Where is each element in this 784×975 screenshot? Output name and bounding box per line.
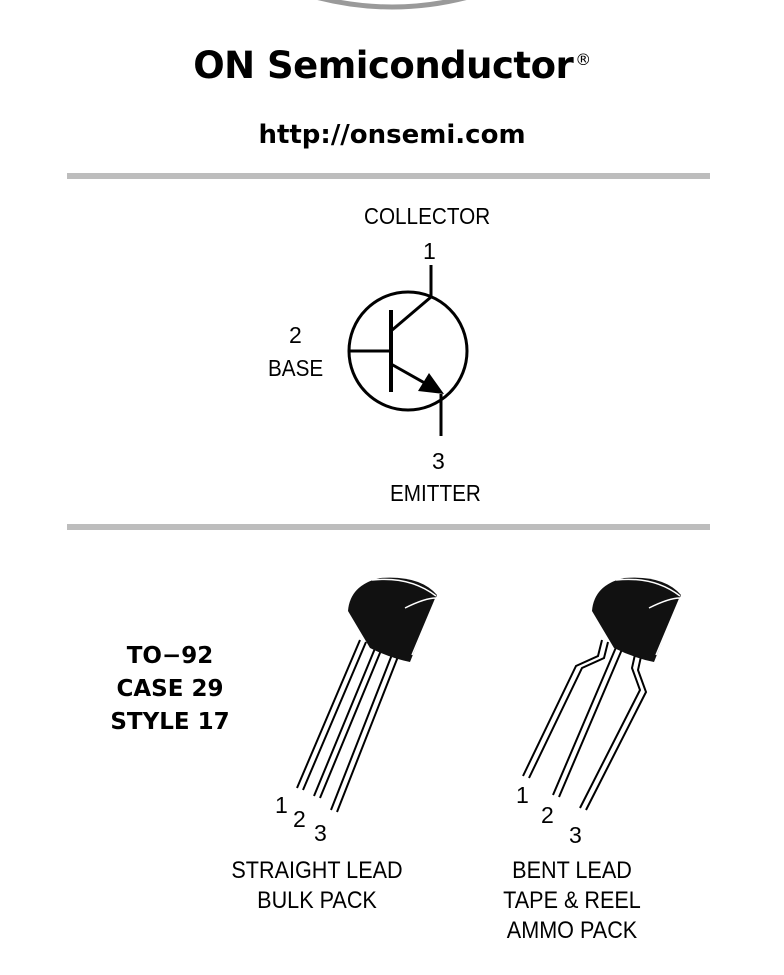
bent-caption-line-1: BENT LEAD (512, 857, 632, 884)
brand-name: ON Semiconductor (193, 44, 574, 87)
bent-caption-line-3: AMMO PACK (506, 917, 638, 944)
package-line-1: TO−92 (126, 643, 214, 669)
bent-pin-1: 1 (516, 782, 529, 808)
collector-label: COLLECTOR (364, 203, 491, 229)
package-info: TO−92 CASE 29 STYLE 17 (100, 640, 240, 739)
emitter-pin-number: 3 (432, 448, 445, 474)
base-label: BASE (268, 355, 324, 381)
brand-title: ON Semiconductor® (0, 44, 784, 87)
divider-top (67, 173, 710, 179)
straight-pin-2: 2 (293, 806, 306, 832)
straight-pin-3: 3 (314, 820, 327, 846)
registered-mark: ® (575, 50, 591, 69)
website-url: http://onsemi.com (258, 120, 526, 150)
divider-middle (67, 524, 710, 530)
package-line-2: CASE 29 (116, 676, 224, 702)
emitter-label: EMITTER (390, 480, 481, 506)
bent-caption-line-2: TAPE & REEL (503, 887, 641, 914)
logo-arc-graphic (317, 0, 467, 10)
collector-pin-number: 1 (423, 238, 436, 264)
straight-lead-caption: STRAIGHT LEAD BULK PACK (219, 856, 415, 916)
straight-pin-1: 1 (275, 792, 288, 818)
straight-caption-line-1: STRAIGHT LEAD (231, 857, 403, 884)
bent-pin-2: 2 (541, 802, 554, 828)
bent-pin-3: 3 (569, 822, 582, 848)
package-line-3: STYLE 17 (110, 709, 230, 735)
base-pin-number: 2 (289, 322, 302, 348)
straight-caption-line-2: BULK PACK (257, 887, 377, 914)
bent-lead-caption: BENT LEAD TAPE & REEL AMMO PACK (482, 856, 662, 946)
